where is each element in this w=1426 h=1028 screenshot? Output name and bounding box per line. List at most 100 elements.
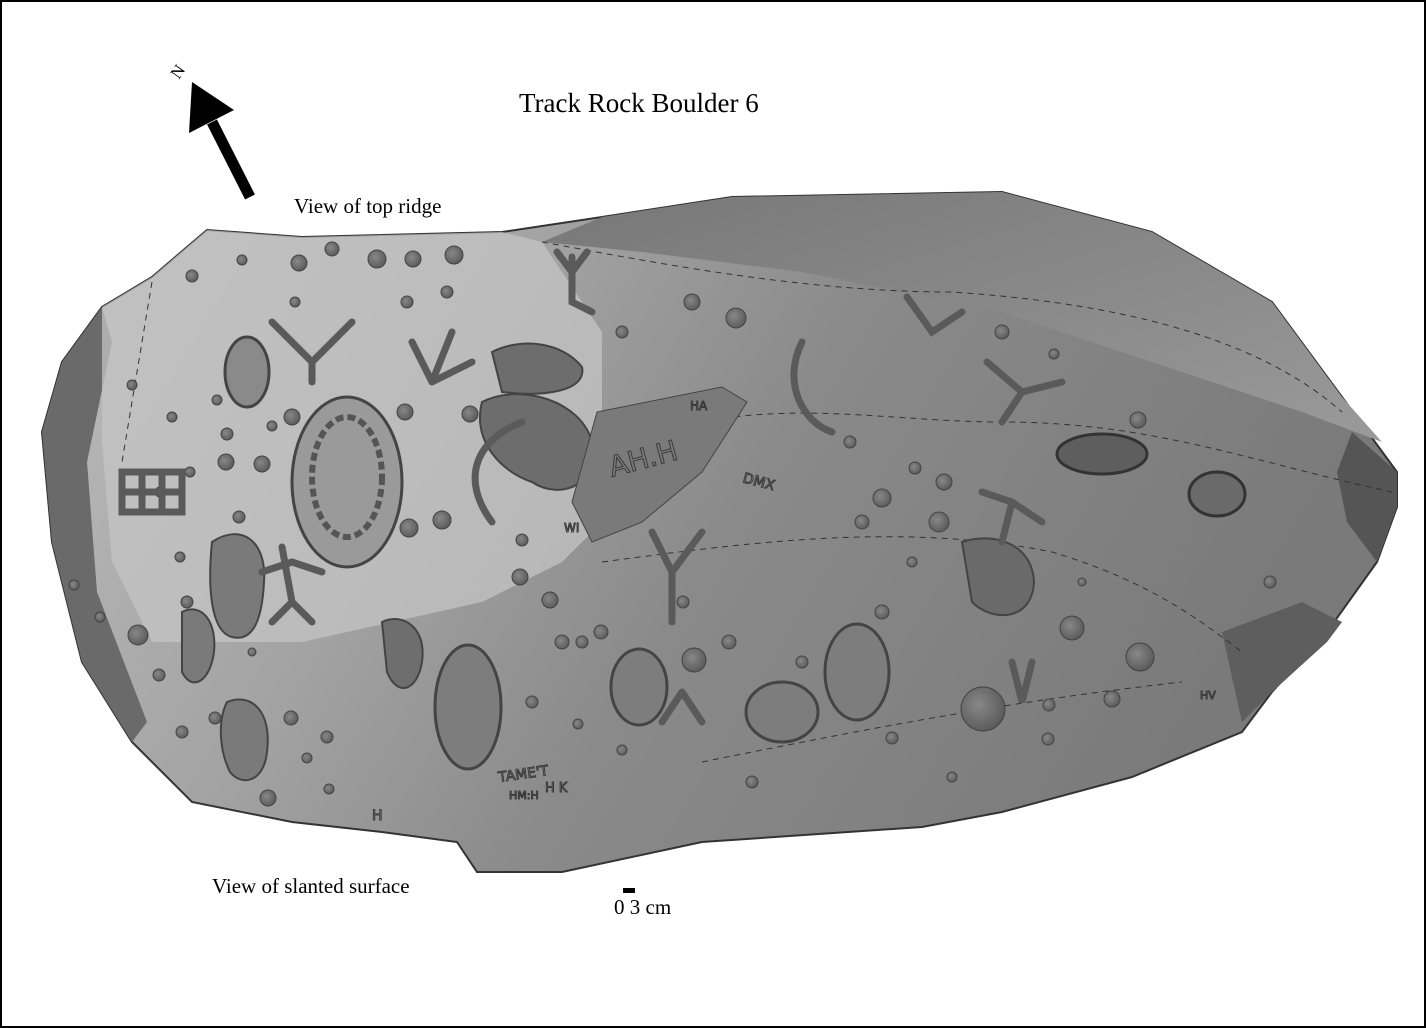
cupule [935,473,953,491]
boulder-right-end [1337,432,1397,562]
cupule [184,466,196,478]
shield-glyph [823,622,891,722]
cupule [400,295,414,309]
petroglyphs: AH.H HA WI DMX TAME'T H K HM:H HV H [118,248,1247,825]
cupule [885,731,899,745]
cupule [290,254,308,272]
inscription-hk: H K [545,781,568,796]
upper-ridge-face [542,192,1382,442]
cupule [68,579,80,591]
cupule [185,269,199,283]
shield-glyph [433,643,503,771]
slanted-surface-label: View of slanted surface [212,874,410,898]
oval-glyph [223,335,271,409]
eye-glyph [1187,470,1247,518]
cupule [127,624,149,646]
cupule [676,595,690,609]
cupule [946,771,958,783]
cupule [180,595,194,609]
cupule [1125,642,1155,672]
lower-right-face [1222,602,1342,722]
cupule [175,725,189,739]
cupule [399,518,419,538]
footprint-glyph [960,537,1036,616]
cupule [554,634,570,650]
cupule [404,250,422,268]
cupule [515,533,529,547]
top-ridge-label: View of top ridge [294,194,442,218]
cupule [320,730,334,744]
cupule [461,405,479,423]
cupule [174,551,186,563]
cupule [843,435,857,449]
cupule [874,604,890,620]
cupule [259,789,277,807]
footprint-glyph [219,698,269,782]
boulder-left-end [42,307,147,742]
shield-glyph [609,647,669,727]
cupule [166,411,178,423]
cupule [541,591,559,609]
cupule [854,514,870,530]
cupules [68,241,1277,807]
cupule [208,711,222,725]
cupule [1263,575,1277,589]
cupule [725,307,747,329]
cupule [1077,577,1087,587]
eye-glyph [1055,432,1149,476]
cupule [289,296,301,308]
cupule [301,752,313,764]
cupule [575,635,589,649]
shield-glyph [744,680,820,744]
cupule [795,655,809,669]
cupule [1129,411,1147,429]
cupule [1059,615,1085,641]
cupule [440,285,454,299]
cupule [152,668,166,682]
concentric-oval-glyph [290,395,404,569]
cupule [211,394,223,406]
cupule [266,420,278,432]
concentric-oval-inner [309,414,385,540]
cupule [511,568,529,586]
cupule [126,379,138,391]
inscription-hmh: HM:H [509,789,539,802]
cupule [236,254,248,266]
cupule [323,783,335,795]
cupule [217,453,235,471]
cupule [1042,698,1056,712]
cupule [745,775,759,789]
page-title: Track Rock Boulder 6 [519,88,759,118]
cupule [616,744,628,756]
cupule [396,403,414,421]
cupule [994,324,1010,340]
cupule [908,461,922,475]
panel-shape [571,386,748,543]
scale-bar [623,888,635,893]
cupule [367,249,387,269]
cupule [232,510,246,524]
scale-label: 0 3 cm [614,895,672,919]
cupule [94,611,106,623]
cupule [1041,732,1055,746]
cupule [681,647,707,673]
cupule [253,455,271,473]
cupule [247,647,257,657]
linear-glyphs [118,248,1066,726]
inscription-ha: HA [690,399,708,413]
cupule [872,488,892,508]
cupule [324,241,340,257]
footprint-glyph [209,533,266,639]
inscription-hv: HV [1200,689,1216,702]
cupule [615,325,629,339]
footprint-glyph [181,608,216,684]
cupule [444,245,464,265]
cupule [960,686,1006,732]
cupule [928,511,950,533]
cupule [683,293,701,311]
cupule [525,695,539,709]
inscription-wi: WI [564,521,579,535]
cupule [283,710,299,726]
